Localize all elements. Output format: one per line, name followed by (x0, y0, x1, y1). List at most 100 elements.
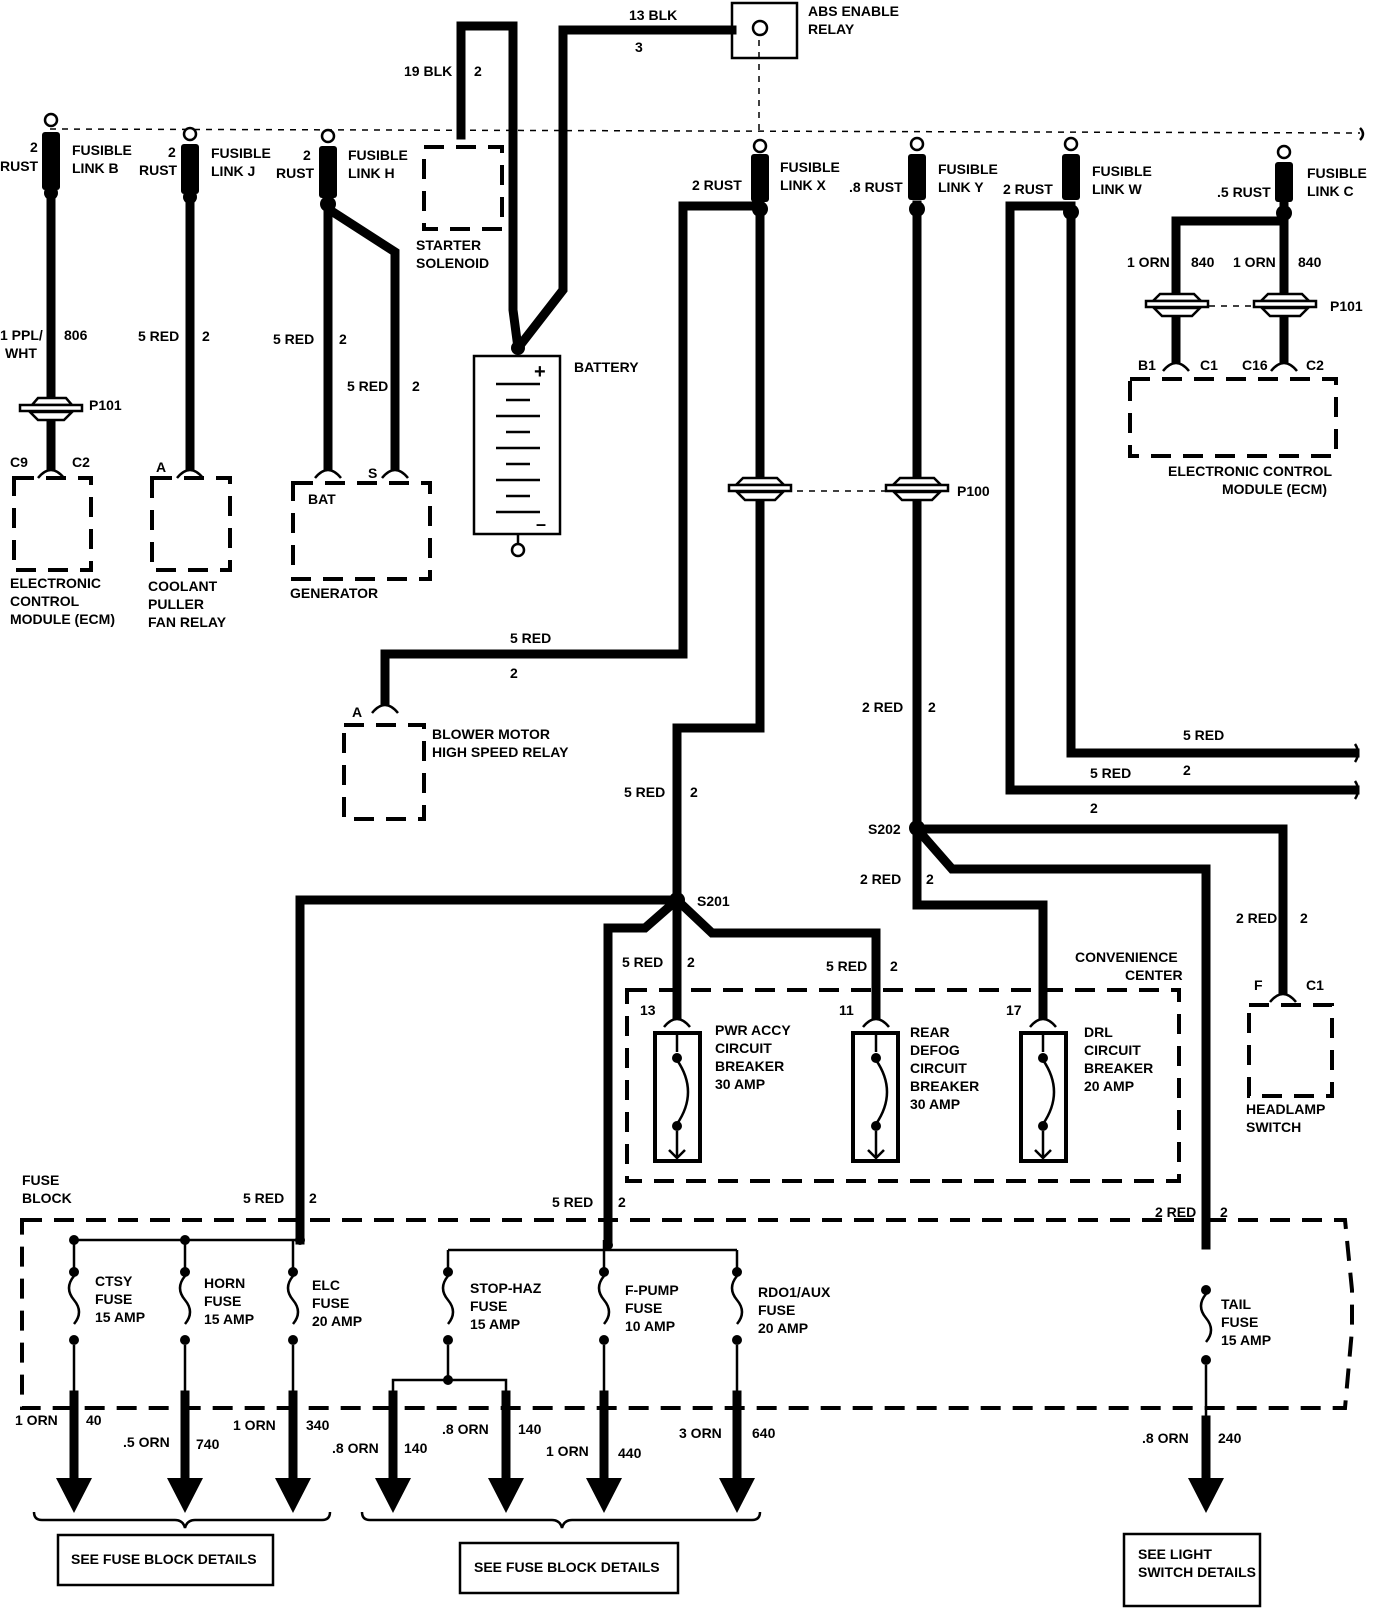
wire-5red-cb1: 5 RED (622, 954, 663, 970)
ecm-right-1: ELECTRONIC CONTROL (1168, 463, 1333, 479)
fuse-stop-3: 15 AMP (470, 1316, 520, 1332)
wire-5red-w: 5 RED (1183, 727, 1224, 743)
wire-806: 806 (64, 327, 88, 343)
wire-2red-y-num: 2 (928, 699, 936, 715)
cb1-3: BREAKER (715, 1058, 784, 1074)
braces (32, 1511, 1262, 1608)
link-h-label-2: LINK H (348, 165, 395, 181)
out-3: 1 ORN (233, 1417, 276, 1433)
link-x-label-2: LINK X (780, 177, 827, 193)
conn-a-coolant: A (156, 459, 166, 475)
wire-5red-h1-num: 2 (339, 331, 347, 347)
cb1-1: PWR ACCY (715, 1022, 791, 1038)
see-light-1: SEE LIGHT (1138, 1546, 1212, 1562)
cavity-11: 11 (839, 1002, 854, 1018)
link-j-label-2: LINK J (211, 163, 255, 179)
cb2-2: DEFOG (910, 1042, 960, 1058)
cb2-5: 30 AMP (910, 1096, 960, 1112)
wire-5red-j-num: 2 (202, 328, 210, 344)
wire-5red-fb1: 5 RED (243, 1190, 284, 1206)
gen-bat: BAT (308, 491, 336, 507)
coolant-2: PULLER (148, 596, 204, 612)
fuse-ctsy-2: FUSE (95, 1291, 132, 1307)
conv-center-2: CENTER (1125, 967, 1183, 983)
out-8-num: 240 (1218, 1430, 1242, 1446)
rust-c: .5 RUST (1217, 184, 1271, 200)
fuse-block-1: FUSE (22, 1172, 59, 1188)
wire-2red-tail: 2 RED (1155, 1204, 1196, 1220)
wire-5red-h1: 5 RED (273, 331, 314, 347)
out-3-num: 340 (306, 1417, 330, 1433)
fuse-elc-1: ELC (312, 1277, 340, 1293)
wire-1orn-a: 1 ORN (1127, 254, 1170, 270)
cb3-3: BREAKER (1084, 1060, 1153, 1076)
fuse-rdo-3: 20 AMP (758, 1320, 808, 1336)
fuse-fpump-2: FUSE (625, 1300, 662, 1316)
rust-w: 2 RUST (1003, 181, 1053, 197)
wire-19blk-num: 2 (474, 63, 482, 79)
cb3-2: CIRCUIT (1084, 1042, 1141, 1058)
wire-5red-w2: 5 RED (1090, 765, 1131, 781)
out-7-num: 640 (752, 1425, 776, 1441)
wire-blower-num: 2 (510, 665, 518, 681)
wire-5red-x: 5 RED (624, 784, 665, 800)
link-b-label-2: LINK B (72, 160, 119, 176)
ecm-left-3: MODULE (ECM) (10, 611, 115, 627)
fuse-horn-2: FUSE (204, 1293, 241, 1309)
wire-5red-fb2-num: 2 (618, 1194, 626, 1210)
p100-label: P100 (957, 483, 990, 499)
splice-s202: S202 (868, 821, 901, 837)
wire-1orn-b: 1 ORN (1233, 254, 1276, 270)
fuse-elc-3: 20 AMP (312, 1313, 362, 1329)
wire-13blk: 13 BLK (629, 7, 677, 23)
fuse-ctsy-3: 15 AMP (95, 1309, 145, 1325)
fuse-tail-3: 15 AMP (1221, 1332, 1271, 1348)
fuse-tail-1: TAIL (1221, 1296, 1252, 1312)
fuse-tail-2: FUSE (1221, 1314, 1258, 1330)
wire-w-num: 2 (1183, 762, 1191, 778)
wire-5red-cb2: 5 RED (826, 958, 867, 974)
blower-2: HIGH SPEED RELAY (432, 744, 569, 760)
battery-minus: – (536, 514, 546, 534)
fuse-stop-2: FUSE (470, 1298, 507, 1314)
wire-5red-cb1-num: 2 (687, 954, 695, 970)
cb3-4: 20 AMP (1084, 1078, 1134, 1094)
abs-enable-relay: ABS ENABLE RELAY (730, 1, 899, 60)
wire-13blk-num: 3 (635, 39, 643, 55)
out-4-num: 140 (404, 1440, 428, 1456)
out-5-num: 140 (518, 1421, 542, 1437)
cb3-1: DRL (1084, 1024, 1113, 1040)
wire-5red-h2-num: 2 (412, 378, 420, 394)
headlamp-1: HEADLAMP (1246, 1101, 1325, 1117)
cb1-4: 30 AMP (715, 1076, 765, 1092)
fuse-ctsy-1: CTSY (95, 1273, 133, 1289)
labels: 13 BLK 3 19 BLK 2 FUSIBLE LINK B FUSIBLE… (0, 7, 1367, 1580)
out-5: .8 ORN (442, 1421, 489, 1437)
blower-1: BLOWER MOTOR (432, 726, 550, 742)
rust-y: .8 RUST (849, 179, 903, 195)
headlamp-2: SWITCH (1246, 1119, 1301, 1135)
wire-2red-s202-num: 2 (926, 871, 934, 887)
wire-5red-fb1-num: 2 (309, 1190, 317, 1206)
fuse-horn-3: 15 AMP (204, 1311, 254, 1327)
wire-840-a: 840 (1191, 254, 1215, 270)
ecm-left-1: ELECTRONIC (10, 575, 101, 591)
link-j-label-1: FUSIBLE (211, 145, 271, 161)
out-8: .8 ORN (1142, 1430, 1189, 1446)
gen-s: S (368, 465, 377, 481)
battery-symbol: + – (472, 349, 562, 558)
dashed-links (49, 40, 1365, 492)
wire-2red-hl-num: 2 (1300, 910, 1308, 926)
wire-2red-y: 2 RED (862, 699, 903, 715)
wire-2red-s202: 2 RED (860, 871, 901, 887)
out-1: 1 ORN (15, 1412, 58, 1428)
fuse-elc-2: FUSE (312, 1295, 349, 1311)
rust-j-2: RUST (139, 162, 178, 178)
coolant-1: COOLANT (148, 578, 218, 594)
out-6-num: 440 (618, 1445, 642, 1461)
conn-b1: B1 (1138, 357, 1156, 373)
out-4: .8 ORN (332, 1440, 379, 1456)
cavity-17: 17 (1006, 1002, 1022, 1018)
output-arrows (56, 1478, 1224, 1513)
